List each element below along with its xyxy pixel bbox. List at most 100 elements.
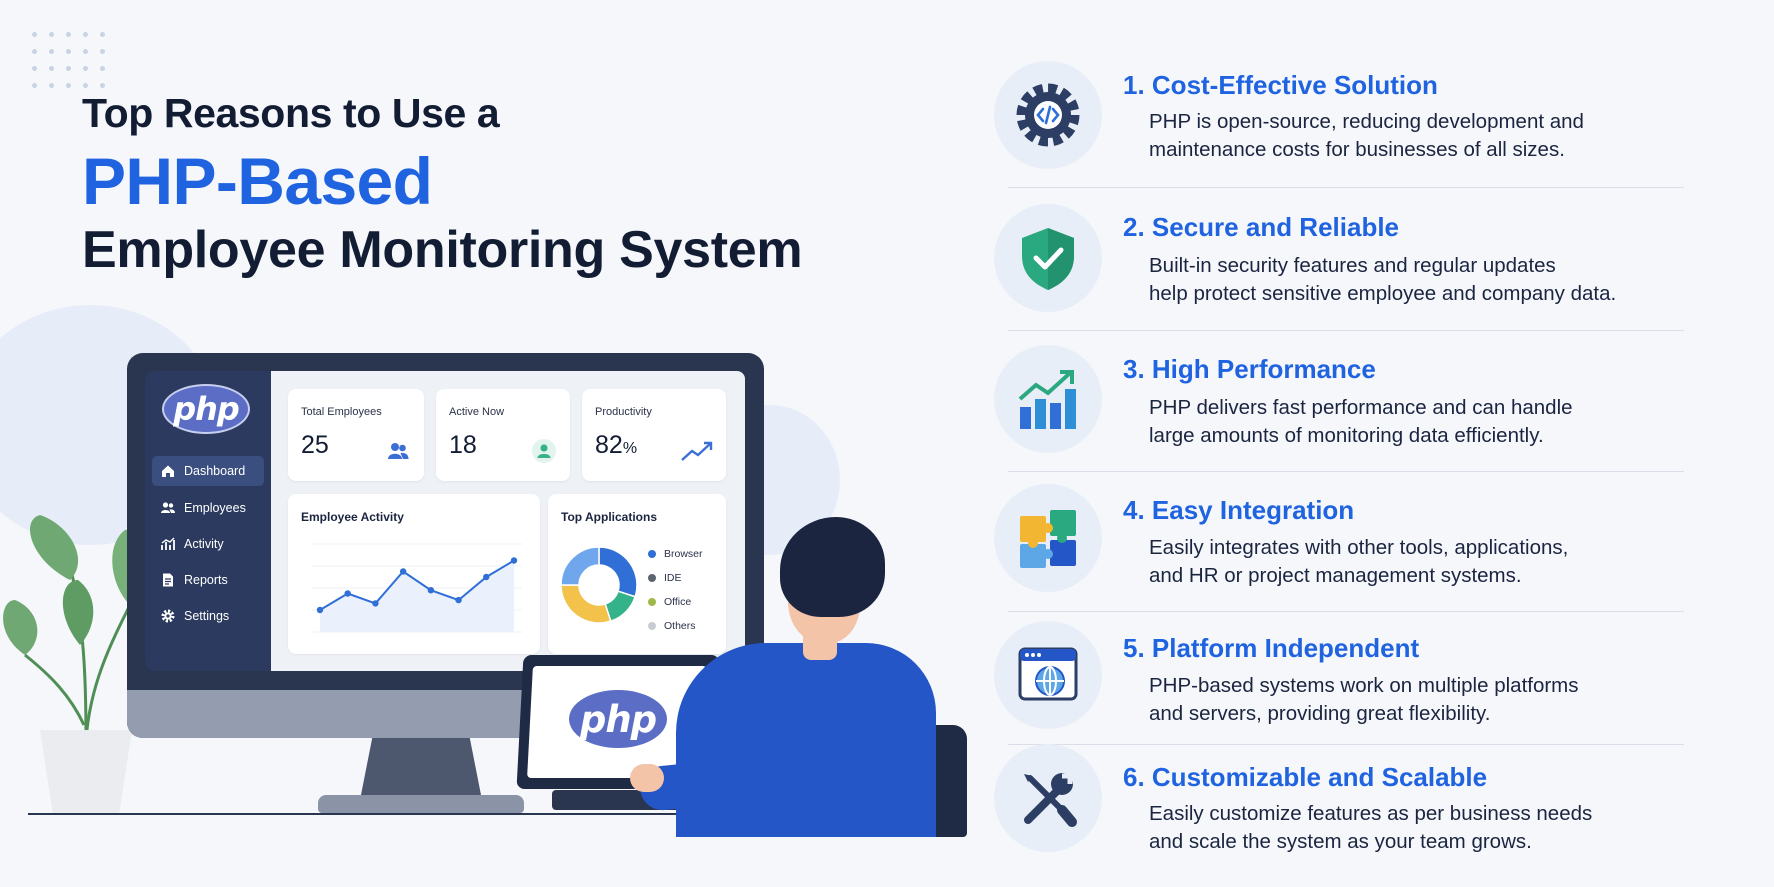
monitor-base <box>318 795 524 813</box>
reason-description: PHP-based systems work on multiple platf… <box>1149 674 1579 697</box>
php-logo: php <box>162 384 250 434</box>
sidebar-item-label: Employees <box>184 501 246 515</box>
stat-label: Total Employees <box>301 406 382 418</box>
reason-icon-badge <box>994 621 1102 729</box>
reason-description: Easily customize features as per busines… <box>1149 802 1593 825</box>
legend-label: IDE <box>664 572 682 584</box>
card-title: Employee Activity <box>301 510 404 524</box>
employee-activity-card: Employee Activity <box>288 494 540 654</box>
stat-value: 25 <box>301 431 329 459</box>
legend-label: Office <box>664 596 692 608</box>
applications-donut-chart <box>560 546 638 624</box>
plant-pot <box>40 730 132 814</box>
reason-title: 3. High Performance <box>1123 354 1376 384</box>
stat-number: 82 <box>595 431 623 459</box>
reason-description: Built-in security features and regular u… <box>1149 254 1556 277</box>
donut-slice <box>560 584 612 624</box>
sidebar-item-label: Settings <box>184 609 230 623</box>
browser-globe-icon <box>1018 647 1078 701</box>
reason-icon-badge <box>994 204 1102 312</box>
legend-swatch <box>648 598 656 606</box>
reason-description: and servers, providing great flexibility… <box>1149 702 1491 725</box>
reason-description: PHP delivers fast performance and can ha… <box>1149 396 1573 419</box>
user-icon <box>532 439 556 463</box>
sidebar-item-label: Reports <box>184 573 228 587</box>
reason-description: and HR or project management systems. <box>1149 564 1522 587</box>
users-icon <box>388 443 409 459</box>
users-icon <box>161 502 175 513</box>
stat-card-productivity: Productivity 82% <box>582 389 726 481</box>
top-applications-card: Top Applications Browser IDE Office Othe… <box>548 494 726 654</box>
donut-slice <box>560 546 600 586</box>
reason-title: 6. Customizable and Scalable <box>1123 762 1488 792</box>
gear-icon <box>161 609 175 623</box>
legend-swatch <box>648 622 656 630</box>
sidebar-item-label: Dashboard <box>184 464 246 478</box>
sidebar-item-settings[interactable]: Settings <box>152 601 264 631</box>
reason-title: 2. Secure and Reliable <box>1123 212 1400 242</box>
activity-area <box>320 560 514 632</box>
floor-line <box>28 813 788 815</box>
document-icon <box>163 573 173 587</box>
divider <box>1008 471 1684 472</box>
reason-description: large amounts of monitoring data efficie… <box>1149 424 1544 447</box>
legend-item: Office <box>648 596 691 608</box>
legend-swatch <box>648 574 656 582</box>
sidebar-item-activity[interactable]: Activity <box>152 529 264 559</box>
reason-title: 4. Easy Integration <box>1123 495 1355 525</box>
activity-line <box>319 559 515 611</box>
reason-title: 5. Platform Independent <box>1123 633 1420 663</box>
reason-description: help protect sensitive employee and comp… <box>1149 282 1617 305</box>
reason-description: Easily integrates with other tools, appl… <box>1149 536 1569 559</box>
legend-item: Browser <box>648 548 703 560</box>
stat-card-active-now: Active Now 18 <box>436 389 570 481</box>
gear-code-icon <box>1016 83 1080 147</box>
activity-point <box>344 590 351 597</box>
title-line-1: Top Reasons to Use a <box>82 90 500 136</box>
person-hand <box>630 764 664 792</box>
divider <box>1008 187 1684 188</box>
reason-description: and scale the system as your team grows. <box>1149 830 1532 853</box>
divider <box>1008 611 1684 612</box>
person-body <box>676 643 936 837</box>
trend-up-icon <box>681 441 713 461</box>
sidebar-item-reports[interactable]: Reports <box>152 565 264 595</box>
reason-description: PHP is open-source, reducing development… <box>1149 110 1584 133</box>
stat-unit: % <box>622 440 638 457</box>
puzzle-icon <box>1020 510 1076 568</box>
wrench-screwdriver-icon <box>1024 773 1077 827</box>
divider <box>1008 744 1684 745</box>
activity-icon <box>161 537 175 550</box>
php-logo: php <box>569 690 667 748</box>
monitor-stand <box>360 738 482 800</box>
title-line-3: Employee Monitoring System <box>82 221 803 279</box>
legend-label: Others <box>664 620 696 632</box>
legend-item: IDE <box>648 572 682 584</box>
sidebar-item-employees[interactable]: Employees <box>152 493 264 523</box>
activity-line-chart <box>312 543 522 633</box>
activity-point <box>455 596 462 604</box>
card-title: Top Applications <box>561 510 657 524</box>
stat-label: Productivity <box>595 406 652 418</box>
activity-point <box>399 568 407 575</box>
decorative-dots <box>26 26 112 96</box>
reason-title: 1. Cost-Effective Solution <box>1123 70 1438 100</box>
stat-label: Active Now <box>449 406 505 418</box>
activity-point <box>372 600 379 607</box>
divider <box>1008 330 1684 331</box>
bar-chart-up-icon <box>1018 370 1076 429</box>
activity-point <box>483 573 490 581</box>
legend-item: Others <box>648 620 696 632</box>
activity-point <box>510 557 518 564</box>
reason-icon-badge <box>994 345 1102 453</box>
home-icon <box>162 465 174 477</box>
sidebar-item-label: Activity <box>184 537 224 551</box>
donut-slice <box>598 546 638 598</box>
reason-icon-badge <box>994 484 1102 592</box>
shield-check-icon <box>1022 228 1074 290</box>
person-hair <box>780 517 885 617</box>
activity-point <box>427 587 435 594</box>
stat-value: 18 <box>449 431 477 459</box>
reason-icon-badge <box>994 744 1102 852</box>
sidebar-item-dashboard[interactable]: Dashboard <box>152 456 264 486</box>
